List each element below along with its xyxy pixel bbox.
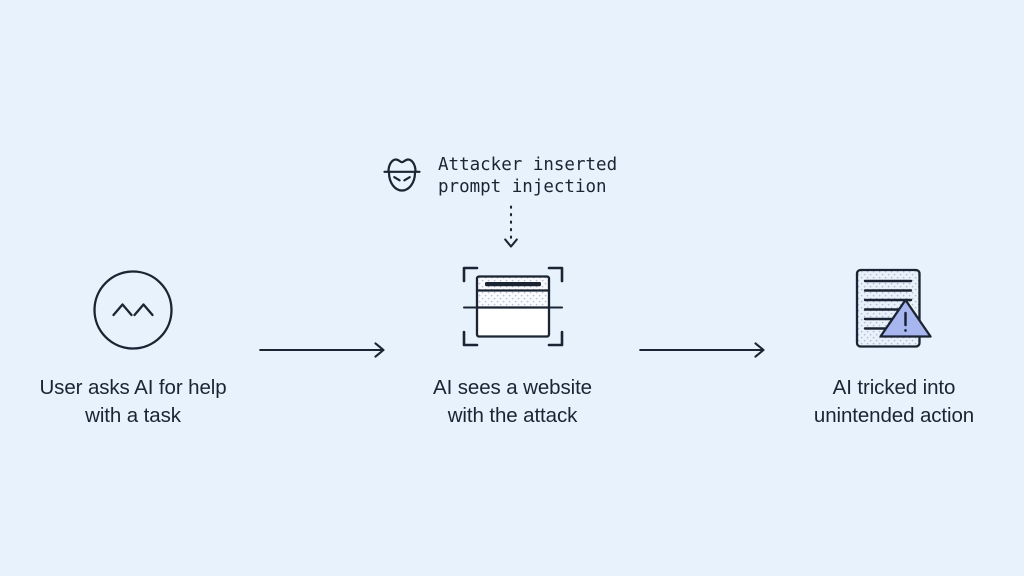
scanned-browser-window-icon — [390, 262, 635, 358]
flow-step-ai-sees-website: AI sees a website with the attack — [390, 262, 635, 431]
detective-hat-face-icon — [378, 152, 426, 200]
dotted-down-arrow-icon — [496, 205, 526, 251]
attacker-callout-text: Attacker inserted prompt injection — [438, 154, 618, 197]
flow-step-label: User asks AI for help with a task — [39, 376, 227, 428]
flow-step-label: AI sees a website with the attack — [433, 376, 592, 428]
flow-step-label: AI tricked into unintended action — [813, 376, 975, 428]
flow-step-ai-tricked: AI tricked into unintended action — [768, 262, 1020, 431]
right-arrow-icon — [639, 339, 768, 361]
flow-step-user-asks: User asks AI for help with a task — [8, 262, 258, 431]
attacker-callout: Attacker inserted prompt injection — [378, 152, 617, 200]
right-arrow-icon — [259, 339, 388, 361]
document-warning-icon — [768, 262, 1020, 358]
smiling-face-icon — [8, 262, 258, 358]
